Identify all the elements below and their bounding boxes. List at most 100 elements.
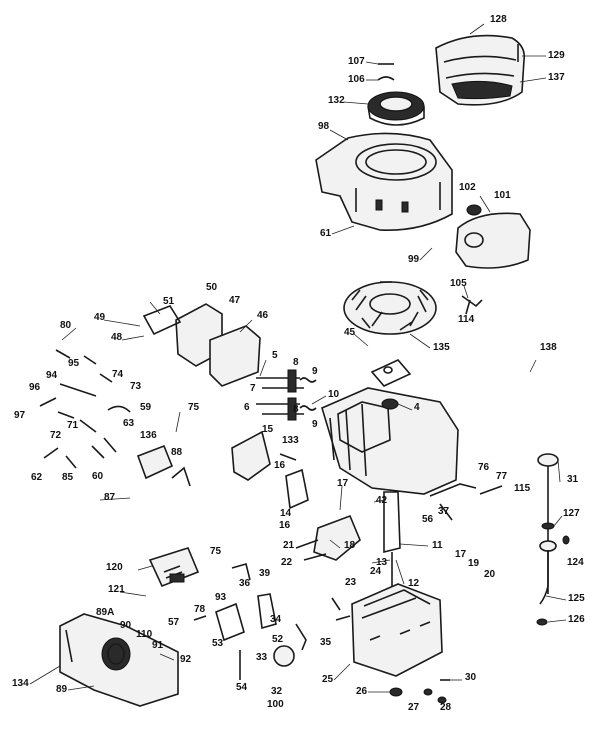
part-number-label-49: 49: [94, 312, 106, 323]
part-number-label-4: 4: [414, 402, 420, 413]
part-number-label-21: 21: [283, 540, 295, 551]
part-number-label-78: 78: [194, 604, 206, 615]
fuel-tank: [148, 547, 200, 588]
part-number-label-76: 76: [478, 462, 490, 473]
drain-plug: [389, 679, 450, 704]
part-number-label-19: 19: [468, 558, 480, 569]
part-number-label-51: 51: [163, 296, 175, 307]
part-number-label-75a: 75: [188, 402, 200, 413]
part-number-label-31: 31: [567, 474, 579, 485]
part-number-label-97: 97: [14, 410, 26, 421]
part-number-label-20: 20: [484, 569, 496, 580]
part-number-label-75b: 75: [210, 546, 222, 557]
part-number-label-60: 60: [92, 471, 104, 482]
part-number-label-99: 99: [408, 254, 420, 265]
leader-lines: [29, 23, 567, 693]
callout-labels: 1281291371071061329810210161991051144513…: [12, 14, 585, 713]
part-number-label-71: 71: [67, 420, 79, 431]
part-number-label-106: 106: [348, 74, 365, 85]
part-number-label-138: 138: [540, 342, 557, 353]
part-number-label-73: 73: [130, 381, 142, 392]
part-number-label-107: 107: [348, 56, 365, 67]
control-linkage: [193, 563, 277, 680]
part-number-label-50: 50: [206, 282, 218, 293]
part-number-label-101: 101: [494, 190, 511, 201]
part-number-label-88: 88: [171, 447, 183, 458]
screw-107-106: [377, 63, 395, 81]
part-number-label-25: 25: [322, 674, 334, 685]
part-number-label-36: 36: [239, 578, 251, 589]
part-number-label-17b: 17: [455, 549, 467, 560]
part-number-label-16a: 16: [274, 460, 286, 471]
part-number-label-45: 45: [344, 327, 356, 338]
part-number-label-94: 94: [46, 370, 58, 381]
part-number-label-134: 134: [12, 678, 29, 689]
part-number-label-34: 34: [270, 614, 282, 625]
part-number-label-14: 14: [280, 508, 292, 519]
part-number-label-80: 80: [60, 320, 72, 331]
part-number-label-126: 126: [568, 614, 585, 625]
part-number-label-96: 96: [29, 382, 41, 393]
part-number-label-129: 129: [548, 50, 565, 61]
part-number-label-61: 61: [320, 228, 332, 239]
part-number-label-93: 93: [215, 592, 227, 603]
part-number-label-74: 74: [112, 369, 124, 380]
oil-sump: [331, 583, 443, 677]
part-number-label-28: 28: [440, 702, 452, 713]
piston: [273, 623, 307, 667]
part-number-label-100: 100: [267, 699, 284, 710]
part-number-label-105: 105: [450, 278, 467, 289]
part-number-label-27: 27: [408, 702, 420, 713]
part-number-label-120: 120: [106, 562, 123, 573]
part-number-label-77: 77: [496, 471, 508, 482]
part-number-label-98: 98: [318, 121, 330, 132]
part-number-label-46: 46: [257, 310, 269, 321]
part-number-label-22: 22: [281, 557, 293, 568]
part-number-label-9a: 9: [312, 366, 318, 377]
part-number-label-54: 54: [236, 682, 248, 693]
part-number-label-115: 115: [514, 483, 531, 494]
part-number-label-11: 11: [432, 540, 443, 551]
lower-housing: [59, 613, 179, 707]
part-number-label-48: 48: [111, 332, 123, 343]
camshaft: [231, 430, 309, 510]
part-number-label-30: 30: [465, 672, 477, 683]
part-number-label-135: 135: [433, 342, 450, 353]
part-number-label-12: 12: [408, 578, 420, 589]
part-number-label-63: 63: [123, 418, 135, 429]
part-number-label-33: 33: [256, 652, 268, 663]
part-number-label-72: 72: [50, 430, 62, 441]
part-number-label-121: 121: [108, 584, 125, 595]
part-number-label-39: 39: [259, 568, 271, 579]
part-number-label-42: 42: [376, 495, 388, 506]
part-number-label-128: 128: [490, 14, 507, 25]
governor-linkage: [429, 483, 503, 521]
muffler: [455, 204, 531, 269]
part-number-label-24: 24: [370, 566, 382, 577]
part-number-label-47: 47: [229, 295, 241, 306]
part-number-label-23: 23: [345, 577, 357, 588]
crankshaft: [295, 491, 401, 600]
part-number-label-110: 110: [136, 629, 153, 640]
air-cleaner-cover: [435, 34, 526, 106]
part-number-label-53: 53: [212, 638, 224, 649]
part-number-label-52: 52: [272, 634, 284, 645]
air-cleaner-element: [367, 91, 425, 126]
part-number-label-102: 102: [459, 182, 476, 193]
part-number-label-90: 90: [120, 620, 132, 631]
part-number-label-89A: 89A: [96, 607, 114, 618]
part-number-label-13: 13: [376, 557, 388, 568]
part-number-label-15: 15: [262, 424, 274, 435]
part-number-label-125: 125: [568, 593, 585, 604]
part-number-label-91: 91: [152, 640, 164, 651]
part-number-label-95: 95: [68, 358, 80, 369]
part-number-label-56: 56: [422, 514, 434, 525]
part-number-label-124: 124: [567, 557, 584, 568]
part-number-label-132: 132: [328, 95, 345, 106]
bracket-105: [461, 295, 483, 315]
part-number-label-127: 127: [563, 508, 580, 519]
part-number-label-17: 17: [337, 478, 349, 489]
part-number-label-92: 92: [180, 654, 192, 665]
blower-housing: [315, 132, 453, 231]
